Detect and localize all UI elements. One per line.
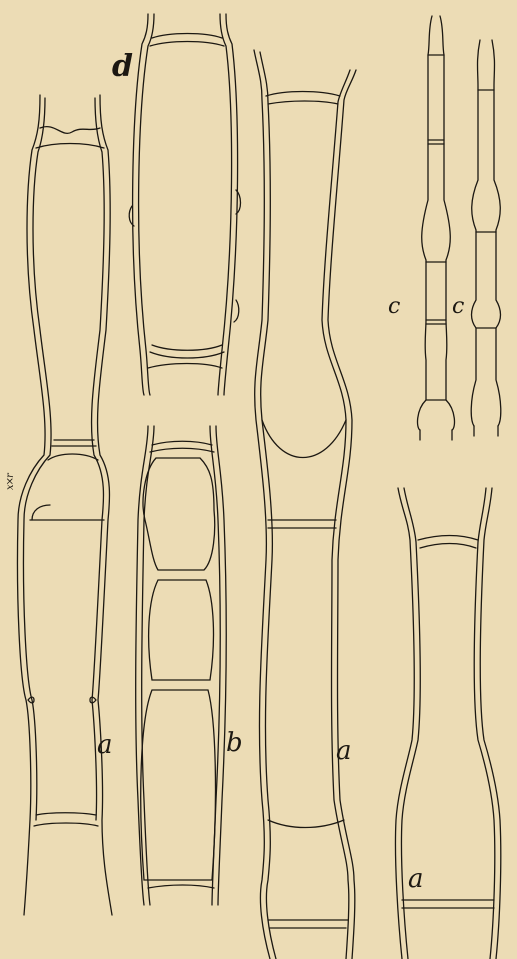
label-d: d — [112, 52, 133, 82]
vessel-element-d — [129, 14, 240, 395]
tracheid-c-left — [418, 16, 455, 440]
label-a-center: a — [336, 738, 352, 764]
label-c-right: c — [452, 296, 464, 318]
vessel-element-b — [136, 426, 226, 905]
label-a-lower-right: a — [408, 866, 424, 892]
vessel-element-a-center — [254, 50, 356, 959]
label-b: b — [226, 730, 243, 756]
vessel-element-a-left — [17, 95, 112, 915]
scale-mark: x×r — [6, 474, 16, 490]
label-c-left: c — [388, 296, 400, 318]
label-a-far-left: a — [97, 732, 113, 758]
tracheid-c-right — [471, 40, 501, 436]
